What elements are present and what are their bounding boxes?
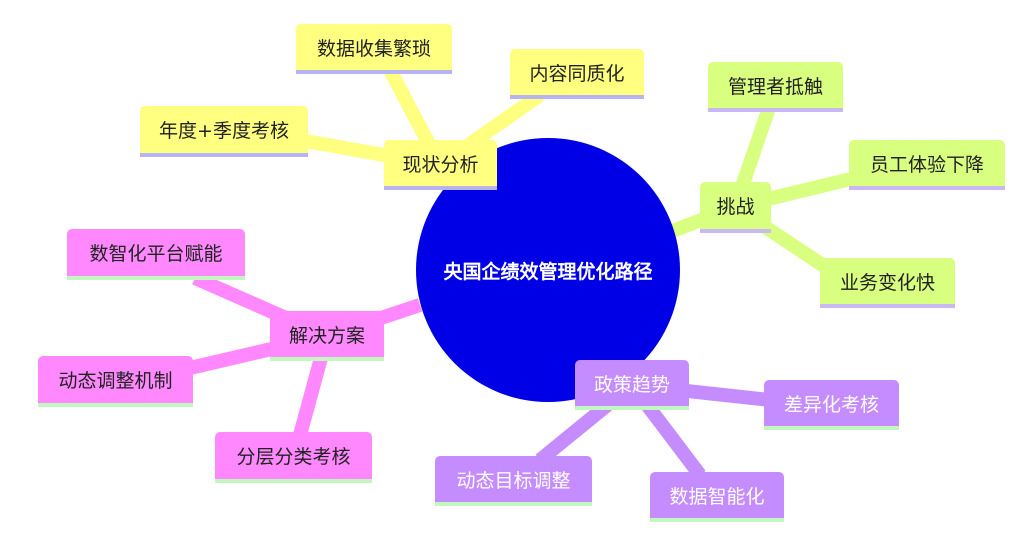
branch-solution[interactable]: 解决方案	[270, 311, 384, 361]
leaf-digital-platform[interactable]: 数智化平台赋能	[67, 229, 245, 280]
leaf-layered-assessment[interactable]: 分层分类考核	[215, 432, 372, 483]
leaf-annual-quarterly[interactable]: 年度+季度考核	[140, 106, 308, 157]
leaf-data-intelligence[interactable]: 数据智能化	[650, 472, 784, 522]
leaf-data-collection[interactable]: 数据收集繁琐	[296, 24, 452, 74]
leaf-dynamic-target[interactable]: 动态目标调整	[435, 456, 592, 506]
leaf-employee-experience[interactable]: 员工体验下降	[849, 140, 1005, 190]
leaf-business-change[interactable]: 业务变化快	[820, 258, 955, 308]
branch-policy-trend[interactable]: 政策趋势	[575, 360, 689, 410]
leaf-dynamic-adjust[interactable]: 动态调整机制	[38, 356, 193, 407]
leaf-manager-resistance[interactable]: 管理者抵触	[708, 62, 843, 112]
leaf-content-homogeneity[interactable]: 内容同质化	[510, 49, 644, 99]
branch-challenge[interactable]: 挑战	[700, 182, 771, 233]
branch-status-analysis[interactable]: 现状分析	[384, 140, 497, 190]
leaf-differentiated[interactable]: 差异化考核	[764, 380, 899, 430]
